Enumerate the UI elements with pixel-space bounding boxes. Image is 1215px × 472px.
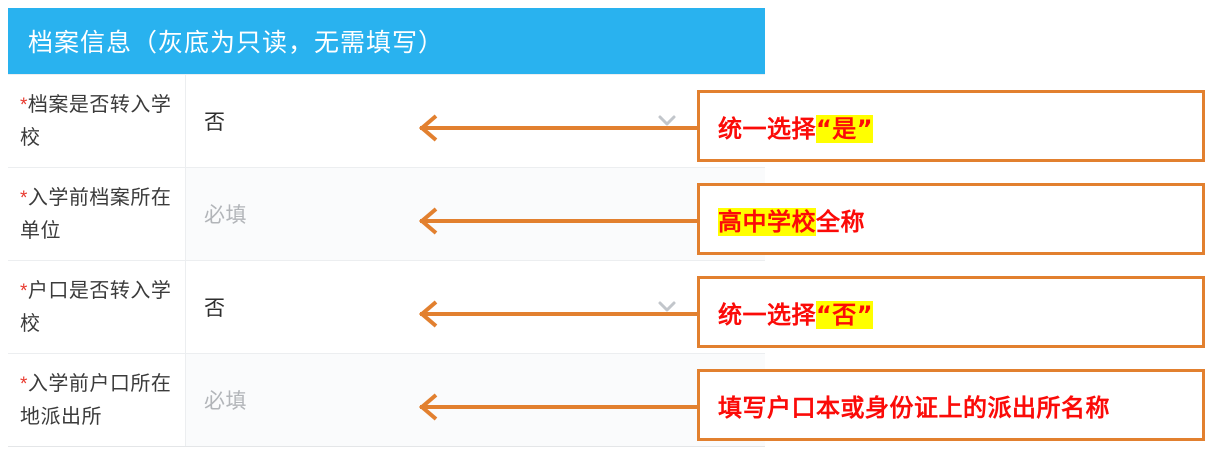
field-control-hukou-transfer[interactable]: 否 (186, 261, 765, 353)
required-asterisk: * (20, 188, 28, 209)
field-label-text: 户口是否转入学校 (20, 280, 172, 335)
table-row: *入学前档案所在单位 必填 (8, 168, 765, 261)
annotation-box-1: 统一选择“是” (697, 90, 1205, 162)
archive-info-table: *档案是否转入学校 否 *入学前档案所在单位 必填 * (8, 74, 765, 447)
chevron-down-icon[interactable] (656, 296, 678, 318)
field-label-archive-unit: *入学前档案所在单位 (8, 168, 186, 260)
annotation-plain-after: 全称 (816, 207, 865, 236)
field-value-text: 否 (204, 297, 226, 320)
annotation-box-3: 统一选择“否” (697, 276, 1205, 348)
field-label-hukou-transfer: *户口是否转入学校 (8, 261, 186, 353)
field-placeholder-text: 必填 (204, 204, 247, 227)
required-asterisk: * (20, 374, 28, 395)
field-placeholder-text: 必填 (204, 390, 247, 413)
archive-info-panel: 档案信息（灰底为只读，无需填写） *档案是否转入学校 否 *入学前档案所在单位 (8, 8, 765, 448)
field-control-archive-transfer[interactable]: 否 (186, 75, 765, 167)
annotation-highlight: “是” (816, 114, 874, 143)
table-row: *入学前户口所在地派出所 必填 (8, 354, 765, 447)
annotation-box-4: 填写户口本或身份证上的派出所名称 (697, 369, 1205, 441)
field-control-police-station[interactable]: 必填 (186, 354, 765, 446)
annotation-plain-before: 填写户口本或身份证上的派出所名称 (718, 393, 1110, 422)
annotation-text-4: 填写户口本或身份证上的派出所名称 (718, 388, 1110, 423)
annotation-box-2: 高中学校全称 (697, 183, 1205, 255)
required-asterisk: * (20, 281, 28, 302)
field-value-text: 否 (204, 111, 226, 134)
annotation-highlight: “否” (816, 300, 874, 329)
table-row: *户口是否转入学校 否 (8, 261, 765, 354)
field-label-archive-transfer: *档案是否转入学校 (8, 75, 186, 167)
chevron-down-icon[interactable] (656, 110, 678, 132)
field-label-text: 档案是否转入学校 (20, 94, 172, 149)
field-label-text: 入学前档案所在单位 (20, 187, 172, 242)
field-control-archive-unit[interactable]: 必填 (186, 168, 765, 260)
table-row: *档案是否转入学校 否 (8, 75, 765, 168)
section-title: 档案信息（灰底为只读，无需填写） (28, 29, 445, 57)
required-asterisk: * (20, 95, 28, 116)
section-header: 档案信息（灰底为只读，无需填写） (8, 8, 765, 74)
field-label-police-station: *入学前户口所在地派出所 (8, 354, 186, 446)
field-label-text: 入学前户口所在地派出所 (20, 373, 172, 428)
